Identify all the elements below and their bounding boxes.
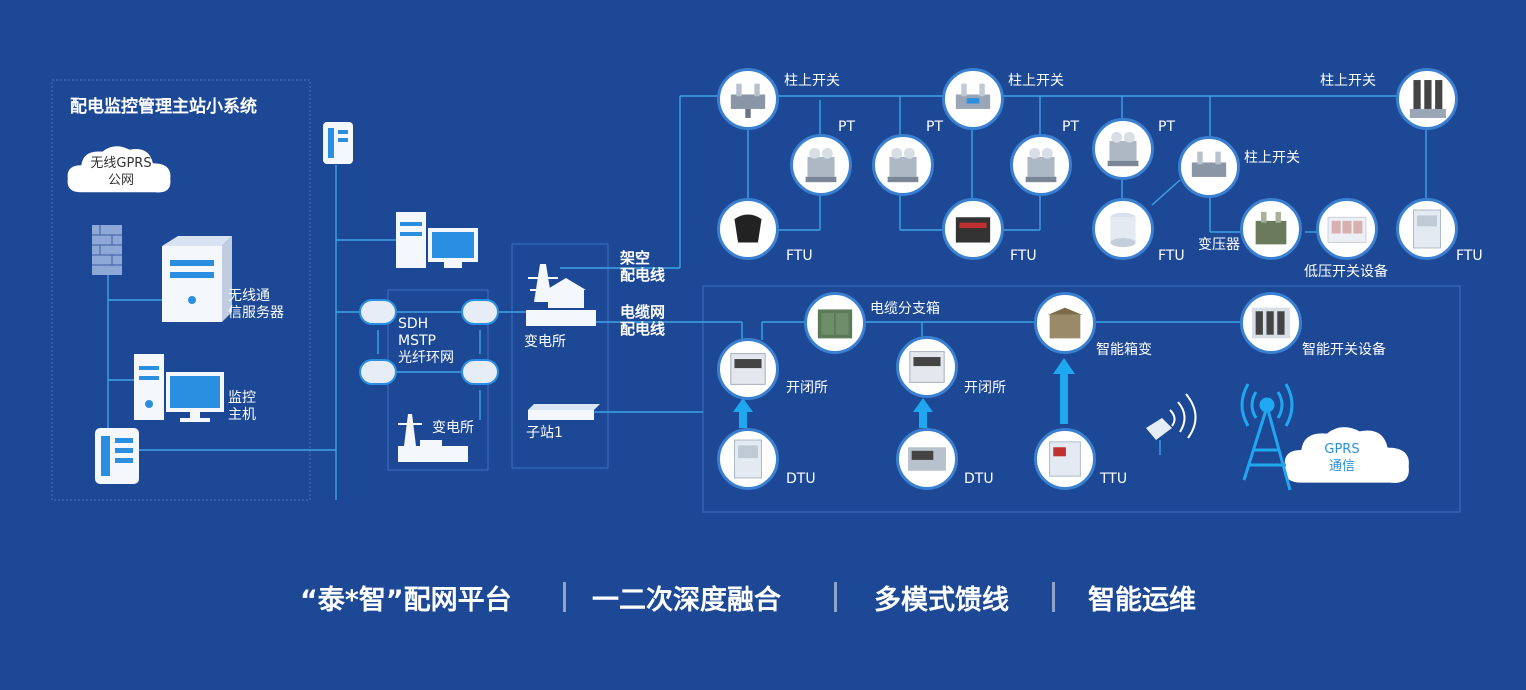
cloud-label-line1: 无线GPRS [90, 156, 152, 171]
gprs-cloud-label: GPRS 通信 [1312, 441, 1372, 475]
server-icon [162, 236, 232, 322]
host-label-line2: 主机 [228, 407, 256, 423]
signal-tower-icon [1240, 383, 1294, 491]
transformer-icon [1240, 198, 1302, 260]
substation-icon [526, 264, 596, 326]
computer-icon [134, 354, 224, 422]
pt-icon [872, 134, 934, 196]
substation1-label: 子站1 [526, 425, 563, 441]
box-transformer-icon [1034, 292, 1096, 354]
ftu-3-label: FTU [1158, 248, 1185, 264]
pt-1-label: PT [838, 119, 855, 135]
tagline-separator [563, 582, 566, 612]
ftu-1-label: FTU [786, 248, 813, 264]
pole-switch-3-label: 柱上开关 [1320, 73, 1376, 89]
host-label-line1: 监控 [228, 390, 256, 406]
cable-line-label: 电缆网配电线 [620, 304, 665, 338]
substation-small-label: 变电所 [432, 420, 474, 436]
tagline-item-1: “泰*智”配网平台 [300, 585, 512, 616]
communication-terminal-icon [95, 428, 139, 484]
pt-icon [1092, 118, 1154, 180]
tagline-item-2: 一二次深度融合 [592, 585, 781, 616]
ftu-icon [717, 198, 779, 260]
tagline-item-3: 多模式馈线 [874, 585, 1009, 616]
firewall-icon [92, 225, 122, 275]
switch-station-2-label: 开闭所 [964, 380, 1006, 396]
cable-line-label-line2: 配电线 [620, 320, 666, 338]
communication-terminal-icon [323, 122, 353, 164]
lv-switchgear-label: 低压开关设备 [1304, 264, 1388, 280]
ttu-label: TTU [1100, 471, 1128, 487]
transformer-label: 变压器 [1198, 237, 1240, 253]
fiber-node-icon [359, 299, 499, 385]
pt-4-label: PT [1158, 119, 1175, 135]
tagline-separator [834, 582, 837, 612]
pole-switch-4-label: 柱上开关 [1244, 150, 1300, 166]
ttu-icon [1034, 428, 1096, 490]
sub-station-device-icon [528, 404, 600, 420]
server-label-line2: 信服务器 [228, 305, 284, 321]
smart-box-transformer-label: 智能箱变 [1096, 342, 1152, 358]
server-label-line1: 无线通 [228, 288, 270, 304]
substation-label: 变电所 [524, 334, 566, 350]
ftu-icon [942, 198, 1004, 260]
wireless-gprs-cloud-label: 无线GPRS 公网 [76, 155, 166, 189]
pole-switch-icon [1396, 68, 1458, 130]
pt-icon [790, 134, 852, 196]
switchgear-icon [1316, 198, 1378, 260]
smart-switchgear-label: 智能开关设备 [1302, 342, 1386, 358]
switch-station-icon [717, 338, 779, 400]
system-title: 配电监控管理主站小系统 [70, 97, 257, 117]
pt-icon [1010, 134, 1072, 196]
dtu-icon [717, 428, 779, 490]
pole-switch-2-label: 柱上开关 [1008, 73, 1064, 89]
pole-switch-icon [717, 68, 779, 130]
pole-switch-icon [1178, 136, 1240, 198]
ftu-2-label: FTU [1010, 248, 1037, 264]
dtu-1-label: DTU [786, 471, 816, 487]
transformer-icon [1092, 198, 1154, 260]
computer-icon [396, 212, 478, 268]
tagline-separator [1052, 582, 1055, 612]
pt-2-label: PT [926, 119, 943, 135]
ring-label-line2: MSTP [398, 333, 436, 349]
cable-branch-box-icon [804, 292, 866, 354]
overhead-line-label: 架空配电线 [620, 250, 665, 284]
server-label: 无线通信服务器 [228, 288, 284, 322]
uplink-arrows [733, 358, 1075, 428]
switch-station-icon [896, 336, 958, 398]
dtu-2-label: DTU [964, 471, 994, 487]
dtu-icon [896, 428, 958, 490]
ring-label-line1: SDH [398, 316, 429, 332]
ftu-icon [1396, 198, 1458, 260]
overhead-line-label-line1: 架空 [620, 249, 651, 267]
cable-line-label-line1: 电缆网 [620, 303, 666, 321]
switch-station-1-label: 开闭所 [786, 380, 828, 396]
pt-3-label: PT [1062, 119, 1079, 135]
wireless-module-icon [1146, 393, 1197, 440]
ring-label-line3: 光纤环网 [398, 350, 454, 366]
pole-switch-icon [942, 68, 1004, 130]
gprs-label-line2: 通信 [1328, 459, 1355, 474]
ftu-4-label: FTU [1456, 248, 1483, 264]
gprs-label-line1: GPRS [1324, 442, 1360, 457]
cloud-label-line2: 公网 [107, 173, 134, 188]
substation-icon [398, 414, 468, 462]
tagline-item-4: 智能运维 [1088, 585, 1196, 616]
cable-branch-box-label: 电缆分支箱 [870, 301, 940, 317]
host-label: 监控主机 [228, 390, 256, 424]
overhead-line-label-line2: 配电线 [620, 266, 666, 284]
switchgear-icon [1240, 292, 1302, 354]
pole-switch-1-label: 柱上开关 [784, 73, 840, 89]
